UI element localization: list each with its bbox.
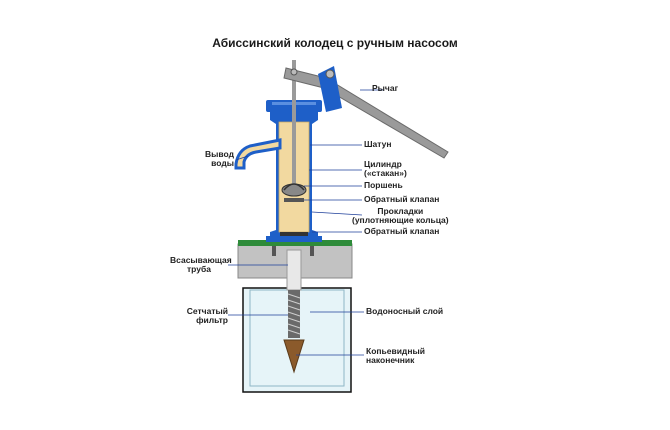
water-spout: [234, 138, 282, 170]
label-aquifer: Водоносный слой: [366, 306, 444, 316]
label-outlet: Вывод воды: [205, 149, 234, 168]
label-rod: Шатун: [364, 139, 392, 149]
label-check-valve-bottom: Обратный клапан: [364, 226, 440, 236]
pivot-bolt: [290, 68, 298, 76]
base-flange: [266, 236, 322, 242]
suction-pipe: [286, 249, 302, 291]
label-suction-pipe: Всасывающая труба: [170, 255, 232, 274]
bolt: [310, 246, 314, 256]
label-spear-tip: Копьевидный наконечник: [366, 346, 425, 365]
label-lever: Рычаг: [372, 83, 399, 93]
piston-rod: [292, 60, 296, 190]
label-cylinder: Цилиндр («стакан»): [364, 159, 407, 178]
piston-valve: [283, 183, 305, 191]
label-gaskets: Прокладки (уплотняющие кольца): [352, 206, 449, 225]
label-filter: Сетчатый фильтр: [186, 306, 228, 325]
top-check-valve: [284, 198, 304, 202]
bottom-check-valve: [280, 232, 308, 236]
label-check-valve-top: Обратный клапан: [364, 194, 440, 204]
bolt: [272, 246, 276, 256]
grass-strip: [238, 240, 352, 246]
label-piston: Поршень: [364, 180, 403, 190]
piston: [281, 183, 307, 197]
diagram-title: Абиссинский колодец с ручным насосом: [212, 36, 458, 50]
pivot-bolt: [325, 69, 335, 79]
spear-tip: [283, 339, 305, 374]
leader-lines: [228, 89, 384, 356]
pivot-arm: [318, 66, 342, 112]
filter-mesh-lines: [287, 293, 301, 335]
